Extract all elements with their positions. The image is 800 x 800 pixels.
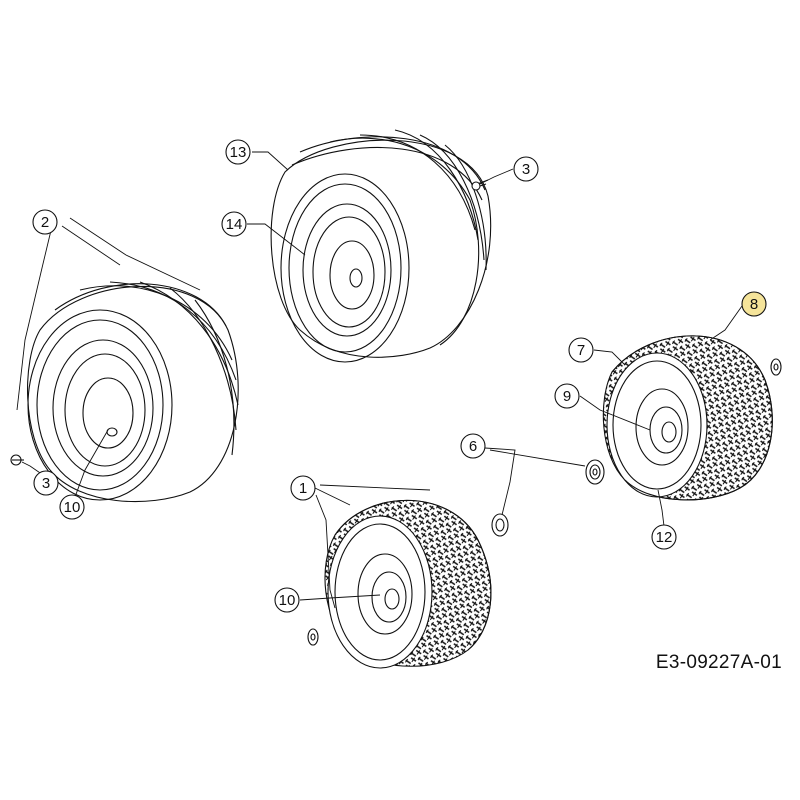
callout-label: 6 [469, 438, 477, 455]
valve-stem-icon [10, 454, 24, 466]
smooth-tire-wheel-icon [270, 129, 492, 363]
callout-14: 14 [221, 211, 247, 237]
callout-12: 12 [651, 524, 677, 550]
callout-highlight [741, 291, 767, 317]
callout-label: 1 [299, 480, 307, 497]
smooth-tire-wheel-icon [27, 281, 239, 503]
callout-10: 10 [274, 587, 300, 613]
callout-6: 6 [460, 433, 486, 459]
callout-label: 2 [41, 214, 49, 231]
washer-icon [307, 628, 319, 646]
leader-lines [16, 151, 743, 609]
callout-label: 10 [279, 592, 296, 609]
callout-label: 14 [226, 216, 243, 233]
callout-1: 1 [290, 475, 316, 501]
callout-label: 13 [230, 144, 247, 161]
callout-2: 2 [32, 209, 58, 235]
bushing-icon [491, 513, 509, 537]
callout-label: 7 [577, 342, 585, 359]
callout-label: 10 [64, 499, 81, 516]
tread-tire-wheel-icon [324, 499, 492, 669]
callout-10: 10 [59, 494, 85, 520]
callout-9: 9 [554, 383, 580, 409]
tread-tire-wheel-icon [602, 335, 773, 501]
callout-label: 3 [42, 475, 50, 492]
washer-icon [770, 358, 782, 376]
callout-label: 8 [750, 296, 758, 313]
callout-3: 3 [33, 470, 59, 496]
callout-8: 8 [741, 291, 767, 317]
bushing-icon [585, 459, 605, 485]
callout-label: 12 [656, 529, 673, 546]
callout-13: 13 [225, 139, 251, 165]
callout-label: 9 [563, 388, 571, 405]
callout-7: 7 [568, 337, 594, 363]
drawing-number: E3-09227A-01 [655, 652, 782, 673]
callout-label: 3 [522, 161, 530, 178]
callout-3: 3 [513, 156, 539, 182]
